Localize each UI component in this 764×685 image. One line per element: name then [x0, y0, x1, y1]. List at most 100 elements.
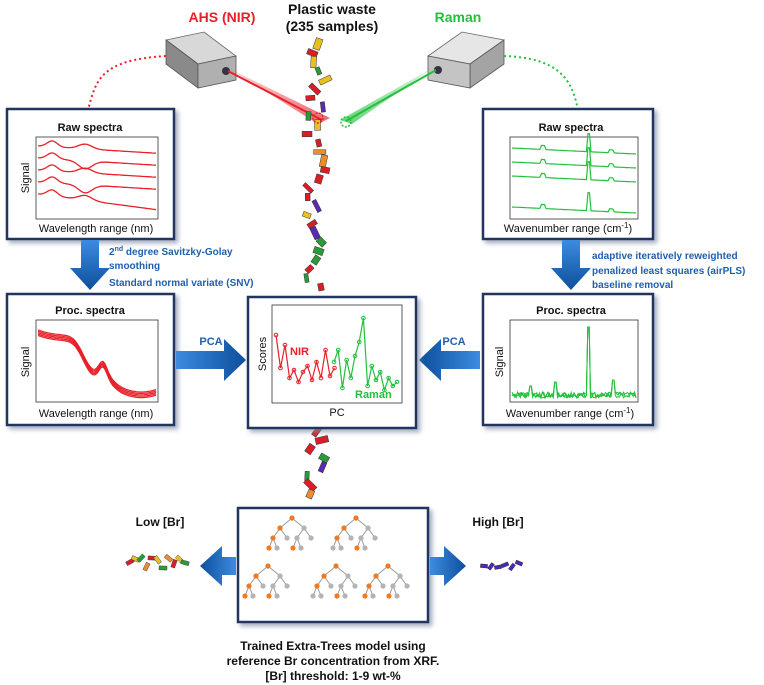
tree-edge	[323, 565, 337, 577]
raman-cable	[503, 55, 579, 111]
high-br-fragment	[500, 561, 510, 569]
plastic-fragment	[314, 119, 321, 131]
pca-nir-point	[296, 379, 301, 385]
title-line2: (235 samples)	[286, 18, 379, 34]
plastic-fragment	[315, 138, 323, 148]
pca-raman-point	[340, 385, 345, 391]
caption-line3: [Br] threshold: 1-9 wt-%	[265, 669, 401, 683]
left-raw-xlabel: Wavelength range (nm)	[39, 223, 154, 235]
left-down-arrow	[70, 240, 110, 290]
pca-raman-point	[386, 375, 391, 381]
tree-node	[365, 525, 371, 531]
left-proc-spectra-lines	[37, 329, 157, 399]
pca-nir-point	[332, 365, 337, 371]
high-br-fragment	[514, 559, 524, 567]
nir-cable	[87, 55, 167, 111]
right-proc-spectra-lines	[511, 326, 637, 400]
tree-node	[373, 573, 379, 579]
pca-raman-point	[356, 339, 362, 345]
tree-node	[289, 515, 295, 521]
tree-node	[270, 535, 276, 541]
tree-node	[310, 593, 316, 599]
tree-node	[334, 535, 340, 541]
tree-node	[362, 545, 368, 551]
pca-nir-point	[300, 369, 306, 375]
tree-node	[386, 593, 392, 599]
high-br-fragment	[480, 563, 488, 569]
tree-node	[334, 593, 340, 599]
right-preproc-line2: penalized least squares (airPLS)	[592, 266, 745, 277]
tree-node	[404, 583, 410, 589]
right-down-arrow	[551, 240, 591, 290]
low-br-fragment	[158, 565, 168, 571]
pca-scores-lines	[273, 315, 400, 393]
pca-raman-point	[377, 369, 383, 375]
pca-nir-point	[314, 359, 319, 365]
left-pca-label: PCA	[199, 336, 222, 348]
title-line1: Plastic waste	[288, 1, 376, 17]
tree-node	[266, 545, 272, 551]
plastic-fragment	[306, 48, 319, 58]
raman-raw-spectrum-line	[511, 192, 637, 214]
decision-trees-icon	[242, 515, 410, 599]
pca-nir-point	[327, 373, 333, 379]
tree-node	[246, 583, 252, 589]
pca-nir-point	[309, 377, 315, 383]
tree-node	[358, 535, 364, 541]
raman-device-icon	[340, 31, 506, 124]
pca-raman-point	[361, 315, 366, 321]
pca-raman-point	[335, 347, 341, 353]
plastic-fragment	[301, 131, 313, 137]
tree-node	[318, 593, 324, 599]
pca-scores-panel: Scores PC NIR Raman	[246, 295, 418, 430]
tree-edge	[335, 565, 349, 577]
right-proc-ylabel: Signal	[494, 347, 506, 378]
tree-edge	[343, 517, 357, 529]
plastic-fragment	[315, 236, 327, 248]
plastic-fragment	[309, 225, 321, 241]
tree-node	[380, 583, 386, 589]
tree-node	[330, 545, 336, 551]
left-proc-title: Proc. spectra	[55, 305, 126, 317]
left-preproc-line2: smoothing	[109, 261, 160, 272]
plastic-fragment	[302, 182, 314, 194]
pca-nir-point	[282, 342, 288, 348]
low-br-fragment	[170, 558, 178, 569]
nir-spark-icon	[312, 112, 324, 124]
tree-node	[328, 583, 334, 589]
tree-node	[333, 563, 339, 569]
low-br-fragment	[153, 555, 162, 565]
pca-nir-point	[278, 365, 283, 371]
pca-nir-label: NIR	[290, 346, 309, 358]
left-raw-title: Raw spectra	[58, 122, 124, 134]
pca-raman-point	[394, 379, 400, 385]
left-raw-spectra-panel: Raw spectra Signal Wavelength range (nm)	[5, 107, 176, 241]
right-pca-label: PCA	[442, 336, 465, 348]
left-raw-ylabel: Signal	[20, 163, 32, 194]
plastic-fragment	[310, 55, 318, 69]
high-br-fragment	[508, 562, 516, 572]
tree-node	[342, 593, 348, 599]
high-br-fragment	[494, 564, 502, 570]
nir-source-label: AHS (NIR)	[189, 9, 256, 25]
pca-raman-point	[348, 375, 354, 381]
pca-nir-point	[273, 332, 279, 338]
plastic-fragment	[318, 74, 333, 86]
right-preproc-line1: adaptive iteratively reweighted	[592, 251, 738, 262]
tree-node	[274, 593, 280, 599]
tree-node	[345, 573, 351, 579]
low-br-label: Low [Br]	[136, 515, 185, 529]
plastic-fragment	[304, 193, 311, 201]
high-br-fragment	[487, 562, 495, 571]
raman-raw-spectrum-line	[511, 147, 637, 169]
pca-nir-point	[318, 375, 324, 381]
tree-node	[308, 535, 314, 541]
plastic-fragment	[308, 82, 322, 96]
tree-node	[265, 563, 271, 569]
tree-node	[366, 583, 372, 589]
plastic-fragment	[301, 210, 312, 220]
tree-edge	[267, 565, 281, 577]
tree-node	[390, 583, 396, 589]
pca-raman-point	[369, 363, 375, 369]
right-raw-xlabel: Wavenumber range (cm-1)	[504, 221, 632, 235]
